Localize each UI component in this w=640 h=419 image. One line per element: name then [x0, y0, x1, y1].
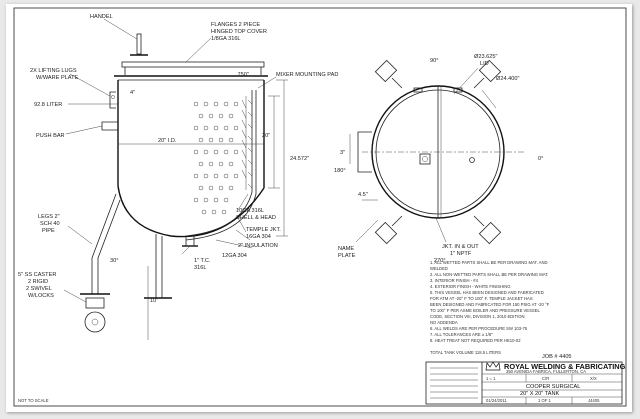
- label-dim-20: 20": [262, 133, 270, 139]
- label-tc-1: 1" T.C.: [194, 258, 211, 264]
- label-legs-3: PIPE: [42, 228, 55, 234]
- tank-bottom-head: [117, 185, 265, 238]
- cell-dwg: J4405: [588, 398, 600, 403]
- label-shell-head-2: SHELL & HEAD: [236, 215, 276, 221]
- note-line: 4. EXTERIOR FINISH - WHITE FINISHING: [430, 284, 511, 289]
- company-sub: 350 AVENIDA FABRICA, FULLERTON, CA: [506, 369, 586, 374]
- label-dim-overall: 24.572": [290, 156, 309, 162]
- label-legs-1: LEGS 2": [38, 214, 60, 220]
- company-name: ROYAL WELDING & FABRICATING: [504, 362, 626, 371]
- cell-date: 01/24/2011: [486, 398, 507, 403]
- general-notes: 1. ALL WETTED PARTS SHALL BE PER DRAWING…: [430, 260, 550, 355]
- drawing-sheet: HANDEL FLANGES 2 PIECE HINGED TOP COVER …: [6, 4, 632, 412]
- label-dim-3: 3": [340, 150, 345, 156]
- note-line: NO ADDENDA: [430, 320, 458, 325]
- label-angle-30: 30°: [110, 258, 118, 264]
- label-lid-1: Ø23.625": [474, 54, 497, 60]
- label-angle-90: 90°: [430, 58, 438, 64]
- sheet-border: [13, 7, 627, 407]
- note-line: WELDED: [430, 266, 448, 271]
- client-name: COOPER SURGICAL: [526, 384, 580, 390]
- label-angle-180: 180°: [334, 168, 346, 174]
- leg-right: [155, 234, 163, 298]
- note-line: 1. ALL WETTED PARTS SHALL BE PER DRAWING…: [430, 260, 548, 265]
- note-line: TOTAL TANK VOLUME 118.5 LITERS: [430, 350, 501, 355]
- label-dim-4: 4": [130, 90, 135, 96]
- label-dim-750: .750": [236, 72, 249, 78]
- dimple-jacket-pattern: [193, 101, 239, 215]
- label-lugs-plate: W/WARE PLATE: [36, 75, 79, 81]
- note-line: 6. ALL WELDS ARE PER PROCEDURE SW 103-75: [430, 326, 528, 331]
- drawing-title: 20" X 20" TANK: [520, 391, 559, 397]
- title-block: [425, 361, 623, 405]
- top-plan-view: [349, 59, 526, 245]
- note-line: 3. INTERIOR FINISH - #4: [430, 278, 479, 283]
- note-line: BEEN DESIGNED AND FABRICATED FOR 150 PSI…: [430, 302, 550, 307]
- cell-drawn: C/R: [542, 376, 549, 381]
- label-legs-2: SCH 40: [40, 221, 60, 227]
- job-number: JOB # 4405: [542, 354, 572, 360]
- label-angle-270: 270°: [434, 258, 446, 264]
- cell-scale: 1 = 1: [486, 376, 496, 381]
- note-line: 8. HEAT TREAT NOT REQUIRED PER HE10-02: [430, 338, 521, 343]
- label-angle-0: 0°: [538, 156, 543, 162]
- label-push-bar: PUSH BAR: [36, 133, 65, 139]
- caster-wheel: [84, 311, 106, 333]
- label-hinged-cover: HINGED TOP COVER: [211, 29, 267, 35]
- engineering-drawing: HANDEL FLANGES 2 PIECE HINGED TOP COVER …: [13, 7, 627, 407]
- not-to-scale: NOT TO SCALE: [18, 398, 49, 403]
- label-lifting-lugs: 2X LIFTING LUGS: [30, 68, 77, 74]
- label-jkt-1: JKT. IN & OUT: [442, 244, 479, 250]
- label-temple-jkt-1: TEMPLE JKT.: [246, 227, 281, 233]
- label-outer-ga: 12GA 304: [222, 253, 247, 259]
- cell-rev: X/X: [590, 376, 597, 381]
- label-id-dim: 20" I.D.: [158, 138, 177, 144]
- label-caster-3: 2 SWIVEL: [26, 286, 52, 292]
- note-line: 2. ALL NON-WETTED PARTS SHALL BE PER DRA…: [430, 272, 548, 277]
- note-line: CODE, SECTION VIII, DIVISION 1, 2010 EDI…: [430, 314, 524, 319]
- label-dia-2440: Ø24.400": [496, 76, 519, 82]
- label-name-plate-2: PLATE: [338, 253, 356, 259]
- label-mixer-pad: MIXER MOUNTING PAD: [276, 72, 338, 78]
- cell-sheet: 1 OF 1: [538, 398, 551, 403]
- label-temple-jkt-2: 16GA 304: [246, 234, 271, 240]
- leg-left: [91, 193, 121, 294]
- label-caster-1: 5" SS CASTER: [18, 272, 56, 278]
- label-volume-mark: 92.8 LITER: [34, 102, 62, 108]
- label-dim-10: 10": [150, 298, 158, 304]
- label-shell-head-1: 10GA 316L: [236, 208, 264, 214]
- handle-shape: [136, 33, 142, 55]
- label-name-plate-1: NAME: [338, 246, 354, 252]
- label-cover-material: 1/8GA 316L: [211, 36, 241, 42]
- label-handle: HANDEL: [90, 14, 113, 20]
- label-insulation: 2" INSULATION: [238, 243, 278, 249]
- label-lid-2: LID: [480, 61, 489, 67]
- note-line: 5. THIS VESSEL HAS BEEN DESIGNED AND FAB…: [430, 290, 544, 295]
- label-dim-45: 4.5": [358, 192, 368, 198]
- label-caster-4: W/LOCKS: [28, 293, 54, 299]
- push-bar: [101, 121, 118, 131]
- note-line: 7. ALL TOLERANCES ARE ± 1/8": [430, 332, 493, 337]
- label-flanges: FLANGES 2 PIECE: [211, 22, 260, 28]
- side-elevation-view: [63, 18, 288, 340]
- note-line: TO 100° F PER ASME BOILER AND PRESSURE V…: [430, 308, 540, 313]
- hinged-top-cover: [121, 61, 265, 68]
- note-line: FOR ATM AT -20° F TO 100° F. TEMPLE JACK…: [430, 296, 533, 301]
- label-caster-2: 2 RIGID: [28, 279, 48, 285]
- company-logo: [485, 361, 501, 371]
- label-tc-2: 316L: [194, 265, 206, 271]
- label-jkt-2: 1" NPTF: [450, 251, 472, 257]
